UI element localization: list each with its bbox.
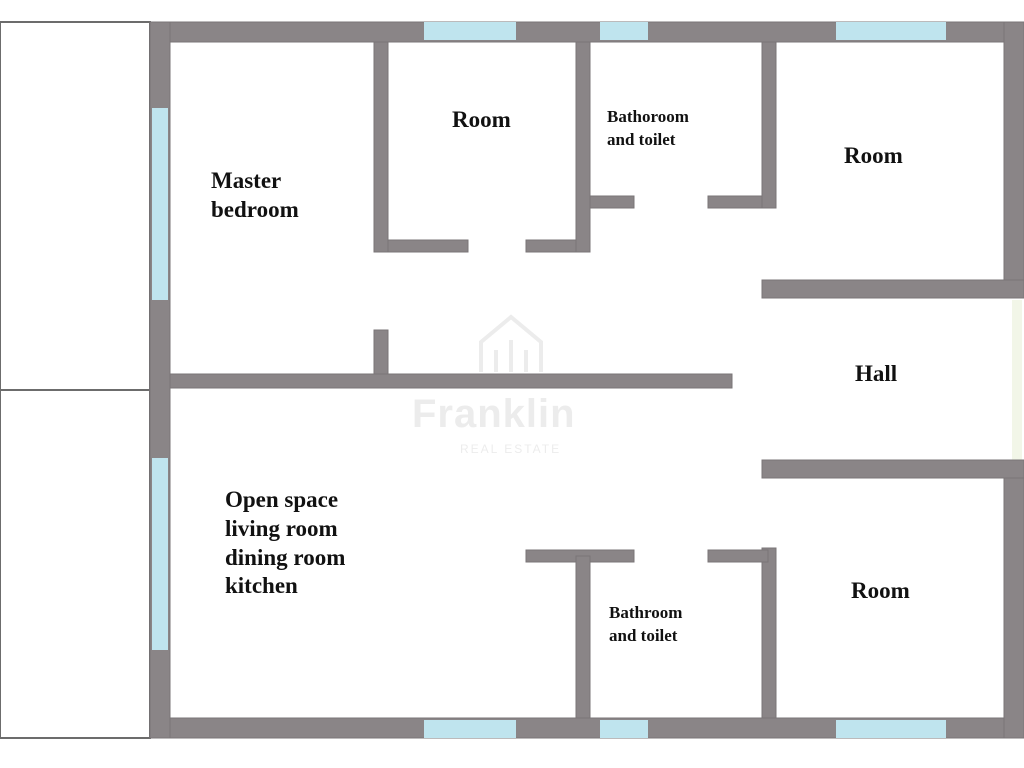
label-master-bedroom: Master bedroom [211, 168, 299, 222]
balcony-outline [0, 21, 151, 739]
label-open-space: Open space living room dining room kitch… [225, 487, 346, 599]
windows [152, 22, 1022, 738]
label-room-top-left: Room [452, 107, 511, 132]
label-room-bottom-right: Room [851, 578, 910, 603]
watermark-sub: REAL ESTATE [460, 442, 562, 456]
label-hall: Hall [855, 361, 898, 386]
watermark-brand: Franklin [412, 392, 576, 436]
label-room-top-right: Room [844, 143, 903, 168]
franklin-logo-icon [479, 314, 543, 372]
label-bathroom-top: Bathoroom and toilet [607, 107, 689, 149]
label-bathroom-bottom: Bathroom and toilet [609, 603, 683, 645]
interior-walls [169, 41, 1024, 719]
